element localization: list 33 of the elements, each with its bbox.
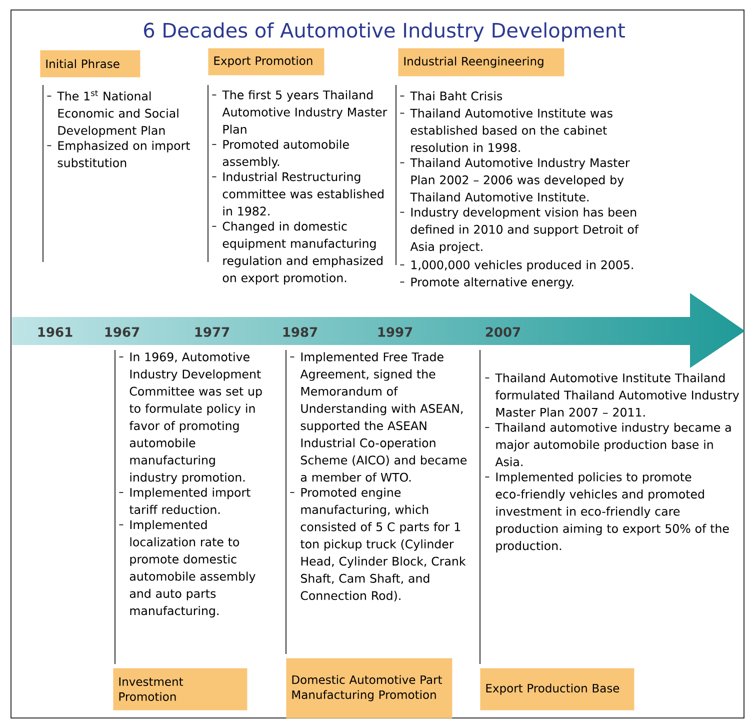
phase-box: Industrial Reengineering bbox=[398, 48, 564, 76]
bullet-text: Thailand Automotive Institute was established based on the cabinet resolution in 1998. bbox=[410, 108, 612, 152]
bullet-text: Thailand automotive industry became a major automobile production base in Asia. bbox=[495, 422, 731, 466]
bullet-text: Thailand Automotive Industry Master Plan 2002 – 2006 was developed by Thailand Automotive Institute. bbox=[410, 158, 630, 202]
bullet-text: Promoted automobile assembly. bbox=[222, 140, 349, 168]
bullet-text: Implemented import tariff reduction. bbox=[130, 488, 250, 514]
bullet-text: The first 5 years Thailand Automotive Industry Master Plan bbox=[222, 90, 388, 134]
year-label: 1961 bbox=[38, 327, 72, 337]
bullet-text: Thailand Automotive Institute Thailand formulated Thailand Automotive Industry Master Plan 2007 – 2011. bbox=[495, 373, 740, 417]
bullet-text: Industry development vision has been defined in 2010 and support Detroit of Asia project. bbox=[410, 208, 639, 254]
bullet-text: Emphasized on import substitution bbox=[58, 140, 190, 168]
bullet-text: Implemented Free Trade Agreement, signed the Memorandum of Understanding with ASEAN, supported the ASEAN Industrial Co-operation Scheme (AICO) and became a member of WTO. bbox=[300, 352, 467, 482]
bullet-text: Industrial Restructuring committee was established in 1982. bbox=[222, 172, 384, 216]
bullet-text: The 1$^{st}$ National Economic and Social Development Plan bbox=[57, 90, 178, 138]
title: 6 Decades of Automotive Industry Development bbox=[144, 22, 625, 42]
year-label: 1997 bbox=[378, 327, 412, 337]
bullet-text: In 1969, Automotive Industry Development Committee was set up to formulate policy in favor of promoting automobile manufacturing industry promotion. bbox=[129, 352, 262, 484]
bullet-text: Promote alternative energy. bbox=[411, 277, 574, 289]
phase-box: Investment Promotion bbox=[113, 668, 248, 710]
bullet-text: Changed in domestic equipment manufacturing regulation and emphasized on export promotion. bbox=[222, 222, 382, 285]
bullet-text: 1,000,000 vehicles produced in 2005. bbox=[412, 260, 633, 272]
bullet-text: Promoted engine manufacturing, which consisted of 5 C parts for 1 ton pickup truck (Cylinder Head, Cylinder Block, Crank Shaft, Cam Shaft, and Connection Rod). bbox=[300, 488, 466, 602]
phase-box: Export Production Base bbox=[480, 668, 634, 710]
year-label: 1987 bbox=[283, 327, 318, 337]
bullet-text: Implemented localization rate to promote domestic automobile assembly and auto parts manufacturing. bbox=[130, 520, 256, 618]
year-label: 1977 bbox=[195, 327, 230, 337]
phase-box: Domestic Automotive Part Manufacturing Promotion bbox=[286, 658, 452, 718]
phase-box: Initial Phrase bbox=[40, 50, 140, 78]
year-label: 2007 bbox=[486, 327, 520, 337]
year-label: 1967 bbox=[105, 327, 140, 337]
bullet-text: Thai Baht Crisis bbox=[410, 91, 502, 100]
phase-box: Export Promotion bbox=[208, 48, 324, 76]
bullet-text: Implemented policies to promote eco-friendly vehicles and promoted investment in eco-friendly care production aiming to export 50% of the production. bbox=[496, 472, 729, 552]
